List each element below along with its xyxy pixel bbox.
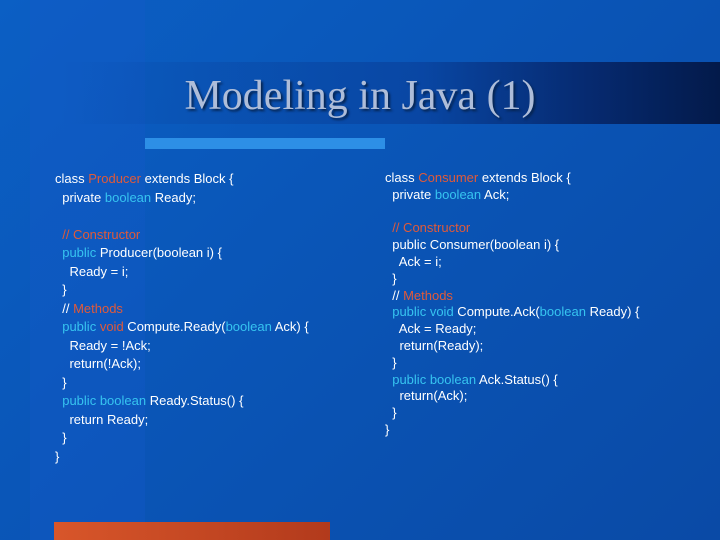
code-token: Compute.Ready( (123, 319, 226, 334)
code-token: boolean (434, 186, 482, 202)
code-token: return Ready; (55, 411, 149, 427)
code-token: Ready) { (585, 304, 640, 320)
code-token: Ack = Ready; (385, 321, 477, 337)
code-token: extends Block { (478, 170, 571, 185)
code-token: private (385, 186, 435, 202)
code-token: void (429, 304, 454, 320)
code-token: public (385, 371, 427, 387)
code-token: public (55, 245, 97, 260)
code-line: Ack = Ready; (385, 321, 639, 338)
code-line (385, 204, 639, 221)
code-line: // Methods (385, 288, 639, 305)
code-token: // (385, 287, 404, 303)
code-token: extends Block { (140, 171, 234, 186)
code-line: } (55, 429, 309, 448)
code-line: public void Compute.Ack(boolean Ready) { (385, 304, 639, 321)
code-token: Ready = !Ack; (55, 337, 151, 353)
producer-code-block: class Producer extends Block { private b… (55, 170, 309, 466)
code-token: class (55, 171, 89, 186)
code-line: // Constructor (55, 226, 309, 245)
bottom-accent-bar (54, 522, 330, 540)
code-line: private boolean Ready; (55, 189, 309, 208)
code-token: } (385, 354, 397, 370)
code-token: Ack.Status() { (476, 371, 558, 387)
code-token: return(Ready); (385, 337, 484, 353)
code-line: public Consumer(boolean i) { (385, 237, 639, 254)
code-token: public (385, 304, 427, 320)
code-token: public (55, 319, 97, 334)
code-line: } (55, 281, 309, 300)
code-token: return(Ack); (385, 388, 468, 404)
code-token: return(!Ack); (55, 356, 141, 371)
code-line (55, 207, 309, 226)
code-token: Methods (403, 287, 453, 303)
code-token: Ready.Status() { (146, 393, 244, 408)
code-token: class (385, 170, 419, 185)
title-accent-line (145, 138, 385, 149)
code-token: boolean (429, 371, 477, 387)
code-token: Producer(boolean i) { (96, 245, 222, 260)
code-line: return(Ready); (385, 338, 639, 355)
code-token: boolean (539, 304, 586, 320)
code-token: Ready = i; (55, 263, 129, 279)
code-line: // Methods (55, 300, 309, 319)
code-token: public (55, 393, 97, 408)
code-token: } (55, 448, 60, 464)
consumer-code-block: class Consumer extends Block { private b… (385, 170, 639, 439)
code-token: void (99, 319, 124, 334)
code-line: private boolean Ack; (385, 187, 639, 204)
code-line: public boolean Ack.Status() { (385, 372, 639, 389)
code-line: Ready = i; (55, 263, 309, 282)
code-token: Compute.Ack( (453, 304, 540, 320)
code-token: Ready; (151, 189, 196, 205)
code-line: } (385, 355, 639, 372)
code-line: return Ready; (55, 411, 309, 430)
code-line: } (55, 374, 309, 393)
code-line: public boolean Ready.Status() { (55, 392, 309, 411)
code-token: boolean (225, 319, 272, 334)
code-token: Ack = i; (385, 253, 442, 269)
code-token: Consumer (418, 170, 479, 185)
code-line: Ack = i; (385, 254, 639, 271)
code-token: private (55, 189, 105, 205)
code-line: } (55, 448, 309, 467)
code-token: // Constructor (385, 220, 471, 236)
code-line: return(!Ack); (55, 355, 309, 374)
code-line: public void Compute.Ready(boolean Ack) { (55, 318, 309, 337)
code-line: public Producer(boolean i) { (55, 244, 309, 263)
code-token: Ack) { (271, 319, 309, 334)
code-line: class Producer extends Block { (55, 170, 309, 189)
code-token: } (385, 405, 397, 421)
code-token: } (385, 421, 390, 437)
code-token: } (385, 270, 397, 286)
code-line: class Consumer extends Block { (385, 170, 639, 187)
code-token: Ack; (481, 186, 510, 202)
code-token: Methods (73, 300, 123, 316)
code-line: Ready = !Ack; (55, 337, 309, 356)
code-token: Producer (88, 171, 141, 186)
code-line: // Constructor (385, 220, 639, 237)
code-line: } (385, 422, 639, 439)
code-token: boolean (99, 393, 147, 408)
code-token: // (55, 300, 74, 316)
code-token: // Constructor (55, 226, 141, 242)
code-line: } (385, 271, 639, 288)
title-band (60, 62, 720, 124)
code-token: boolean (104, 189, 152, 205)
code-line: return(Ack); (385, 388, 639, 405)
slide-title: Modeling in Java (1) (184, 73, 536, 119)
code-line: } (385, 405, 639, 422)
code-token: } (55, 282, 67, 297)
code-token: public Consumer(boolean i) { (385, 237, 560, 253)
code-token: } (55, 374, 67, 390)
code-token: } (55, 430, 67, 445)
